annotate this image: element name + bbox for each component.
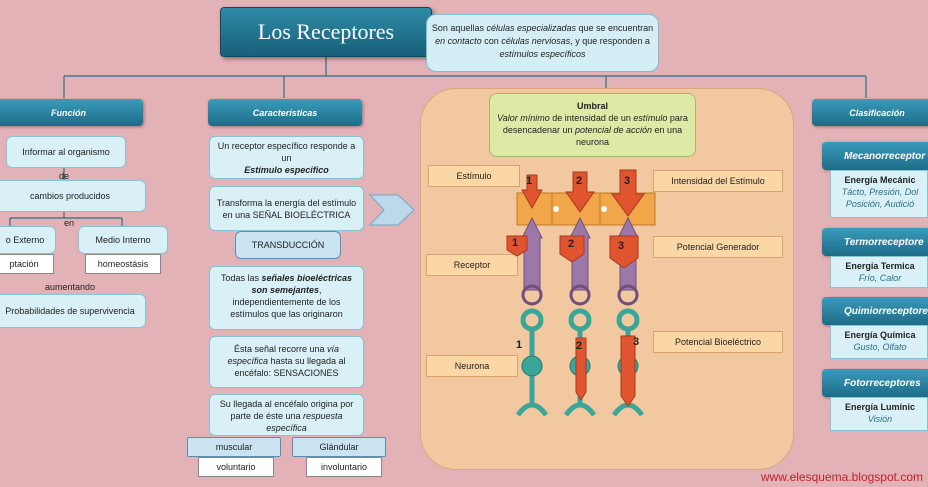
medio-interno-box: Medio Interno [78, 226, 168, 254]
voluntario-box: voluntario [198, 457, 274, 477]
gen-num-1: 1 [512, 237, 519, 249]
caract-5: Su llegada al encéfalo origina por parte… [209, 394, 364, 436]
stim-num-2: 2 [576, 175, 583, 187]
bio-num-1: 1 [516, 339, 523, 351]
mecanorreceptor-header: Mecanorreceptor [822, 142, 928, 170]
stim-num-3: 3 [624, 175, 631, 187]
fotorreceptor-header: Fotorreceptores [822, 369, 928, 397]
aumentando-label: aumentando [44, 282, 96, 292]
de-label: de [58, 171, 69, 181]
caract-4: Ésta señal recorre una vía específica ha… [209, 336, 364, 388]
homeostasis-box: homeostásis [85, 254, 161, 274]
arrow-right-icon [368, 194, 415, 226]
bio-num-2: 2 [576, 340, 583, 352]
potencial-bioelectrico-label: Potencial Bioeléctrico [653, 331, 783, 353]
bio-num-3: 3 [633, 336, 640, 348]
medio-externo-box: o Externo [0, 226, 56, 254]
gen-num-2: 2 [568, 238, 575, 250]
caract-3: Todas las señales bioeléctricas son seme… [209, 266, 364, 330]
estimulo-label: Estímulo [428, 165, 520, 187]
intensidad-label: Intensidad del Estímulo [653, 170, 783, 192]
informar-box: Informar al organismo [6, 136, 126, 168]
stim-num-1: 1 [526, 175, 533, 187]
cambios-box: cambios producidos [0, 180, 146, 212]
transduccion-box: TRANSDUCCIÓN [235, 231, 341, 259]
neurona-label: Neurona [426, 355, 518, 377]
footer-url[interactable]: www.elesquema.blogspot.com [760, 470, 923, 484]
caract-2: Transforma la energía del estímulo en un… [209, 186, 364, 231]
caracteristicas-header: Características [208, 99, 362, 126]
termorreceptor-header: Termorreceptore [822, 228, 928, 256]
receptor-label: Receptor [426, 254, 518, 276]
clasificacion-header: Clasificación [812, 99, 928, 126]
potencial-generador-label: Potencial Generador [653, 236, 783, 258]
funcion-header: Función [0, 99, 143, 126]
definition-bubble: Son aquellas células especializadas que … [426, 14, 659, 72]
page-title: Los Receptores [220, 7, 432, 57]
quimiorreceptor-header: Quimiorreceptore [822, 297, 928, 325]
glandular-box: Glándular [292, 437, 386, 457]
muscular-box: muscular [187, 437, 281, 457]
gen-num-3: 3 [618, 240, 625, 252]
umbral-box: Umbral Valor mínimo de intensidad de un … [489, 93, 696, 157]
adaptacion-box: ptación [0, 254, 54, 274]
involuntario-box: involuntario [306, 457, 382, 477]
en-label: en [63, 218, 74, 228]
probabilidades-box: Probabilidades de supervivencia [0, 294, 146, 328]
